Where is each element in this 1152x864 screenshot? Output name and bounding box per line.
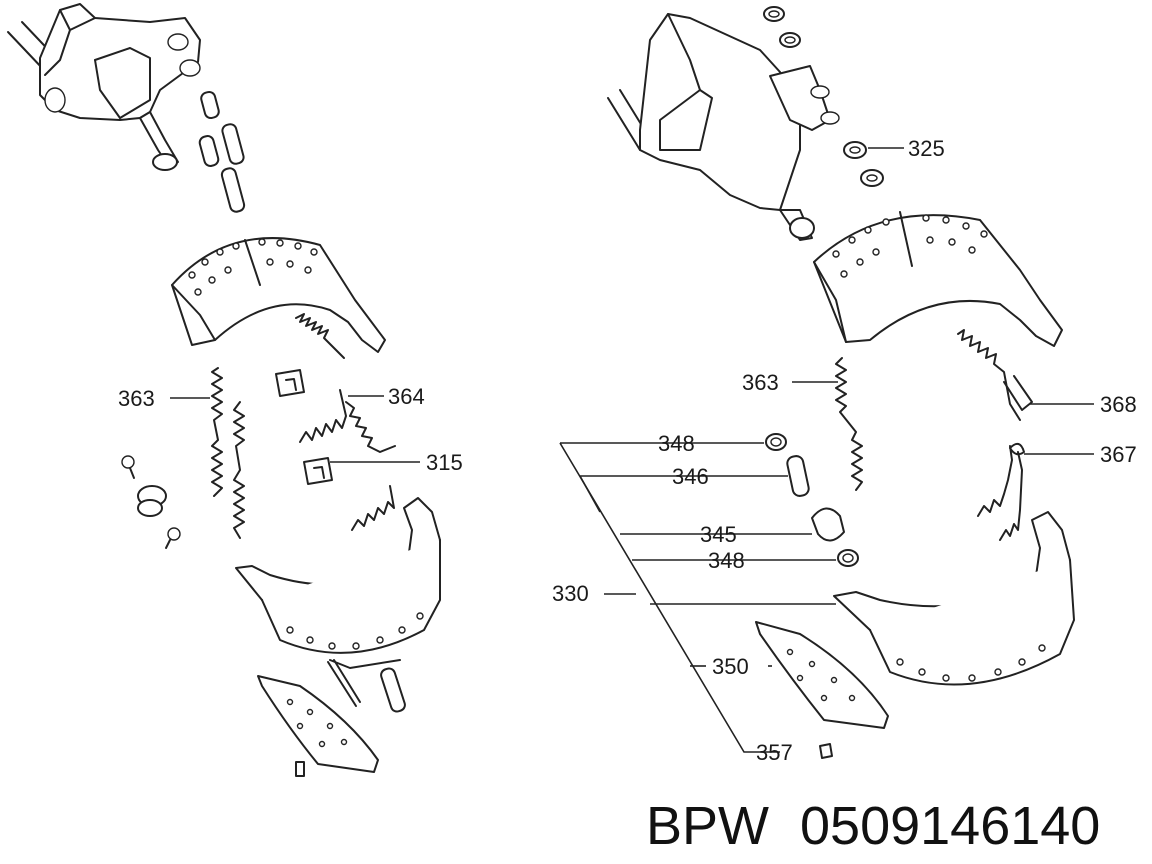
right-springs xyxy=(835,329,1033,541)
part-labels: 363 364 315 325 363 368 367 348 346 345 … xyxy=(118,136,1137,765)
right-axle-carrier xyxy=(607,13,840,241)
right-bushings-325 xyxy=(763,6,884,187)
label-right-348-lower: 348 xyxy=(708,548,745,573)
label-left-363: 363 xyxy=(118,386,155,411)
right-brake-lining xyxy=(755,621,889,729)
label-right-357: 357 xyxy=(756,740,793,765)
label-right-367: 367 xyxy=(1100,442,1137,467)
left-small-parts xyxy=(121,455,181,549)
left-rivet xyxy=(295,761,305,777)
label-right-345: 345 xyxy=(700,522,737,547)
right-lower-shoe-rivets xyxy=(896,644,1046,682)
right-lower-brake-shoe xyxy=(833,511,1075,686)
label-right-363: 363 xyxy=(742,370,779,395)
right-rivet xyxy=(819,743,833,759)
label-right-325: 325 xyxy=(908,136,945,161)
right-carrier-bushes xyxy=(810,85,840,125)
label-left-315: 315 xyxy=(426,450,463,475)
label-right-348-upper: 348 xyxy=(658,431,695,456)
label-right-346: 346 xyxy=(672,464,709,489)
label-left-364: 364 xyxy=(388,384,425,409)
left-rod-and-pin xyxy=(327,659,406,713)
left-lower-shoe-rivets xyxy=(286,612,424,650)
right-assembly xyxy=(607,6,1075,759)
left-upper-brake-shoe xyxy=(171,237,386,353)
right-leaders xyxy=(559,147,1094,753)
left-axle-carrier xyxy=(7,3,201,171)
label-right-330: 330 xyxy=(552,581,589,606)
left-assembly xyxy=(7,3,441,777)
right-roller-parts xyxy=(765,433,859,567)
part-number: 0509146140 xyxy=(800,796,1100,856)
caption: BPW 0509146140 xyxy=(646,796,1100,856)
brand-name: BPW xyxy=(646,796,769,856)
left-springs xyxy=(211,313,396,539)
label-right-350: 350 xyxy=(712,654,749,679)
right-upper-shoe-rivets xyxy=(832,214,988,278)
left-clips xyxy=(275,369,333,485)
left-pins xyxy=(198,90,246,213)
label-right-368: 368 xyxy=(1100,392,1137,417)
left-upper-shoe-rivets xyxy=(188,238,318,296)
left-lower-brake-shoe xyxy=(235,497,441,669)
left-leaders xyxy=(170,395,420,463)
right-upper-brake-shoe xyxy=(813,211,1063,347)
left-brake-lining xyxy=(257,675,379,773)
